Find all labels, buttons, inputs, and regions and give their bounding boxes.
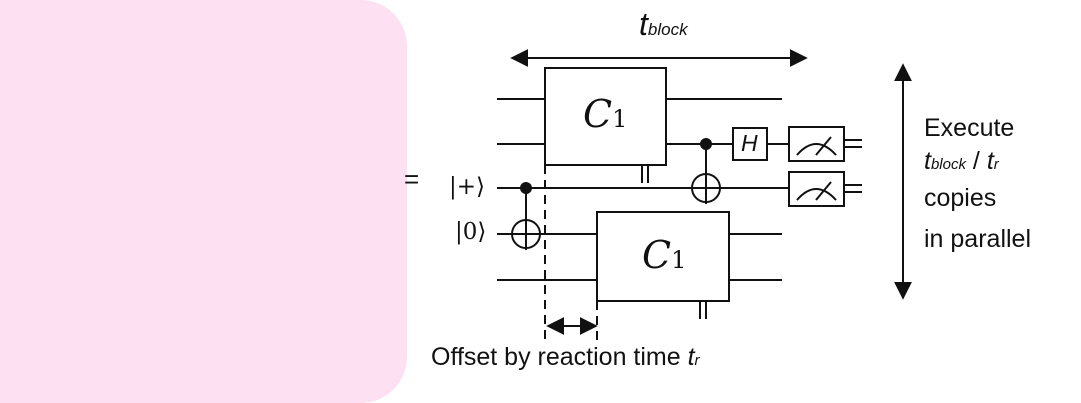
c1-block-top bbox=[544, 67, 667, 166]
side-note-line4: in parallel bbox=[924, 225, 1032, 253]
control-dot-icon bbox=[520, 182, 532, 194]
ket-plus: |+⟩ bbox=[449, 174, 485, 200]
side-note-line1: Execute bbox=[924, 114, 1015, 142]
t-block-label: tblock bbox=[639, 6, 688, 42]
pink-panel bbox=[0, 0, 407, 403]
meter-needle bbox=[815, 181, 832, 201]
meter-arc bbox=[796, 143, 837, 156]
c1-label-bottom: C1 bbox=[642, 233, 687, 277]
equals-sign: = bbox=[404, 164, 420, 194]
c1-block-bottom bbox=[596, 211, 730, 302]
offset-caption: Offset by reaction time tr bbox=[431, 343, 700, 371]
control-dot-icon bbox=[700, 138, 712, 150]
c1-label-top: C1 bbox=[583, 92, 628, 136]
side-note-line3: copies bbox=[924, 184, 997, 212]
hadamard-label: H bbox=[741, 130, 758, 156]
hadamard-gate bbox=[732, 127, 768, 161]
ket-zero: |0⟩ bbox=[455, 219, 487, 245]
meter-arc bbox=[796, 188, 837, 201]
side-note-line2: tblock / tr bbox=[924, 147, 999, 175]
meter-needle bbox=[815, 136, 832, 156]
